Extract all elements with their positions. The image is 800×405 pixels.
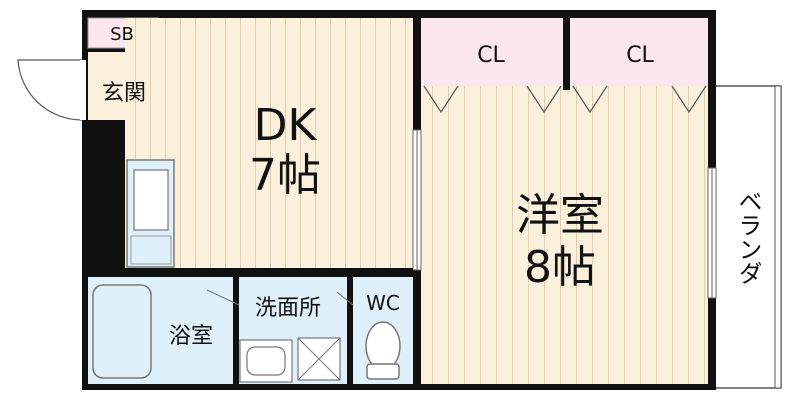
wc-room [336, 277, 413, 384]
closet-right-label: CL [626, 43, 654, 68]
sb-label: SB [110, 24, 134, 45]
veranda-window [707, 167, 717, 299]
closet-right [570, 18, 708, 86]
closet-left [421, 18, 563, 86]
western-size: 8帖 [524, 242, 596, 293]
bath-room [88, 277, 233, 384]
western-room [421, 86, 708, 384]
bath-label: 浴室 [169, 324, 213, 349]
wc-label: WC [366, 291, 400, 315]
entrance-label: 玄関 [102, 81, 146, 106]
dk-name: DK [254, 100, 318, 151]
dk-size: 7帖 [249, 150, 321, 201]
closet-left-label: CL [477, 43, 505, 68]
washroom [206, 277, 347, 384]
closet-doors [423, 85, 707, 114]
entrance-door [17, 59, 86, 121]
veranda-label: ベランダ [734, 189, 762, 285]
washroom-label: 洗面所 [255, 296, 321, 321]
sliding-door-dk-western [412, 129, 422, 271]
western-name: 洋室 [516, 190, 604, 241]
kitchen-counter [126, 159, 175, 268]
veranda [712, 85, 782, 389]
